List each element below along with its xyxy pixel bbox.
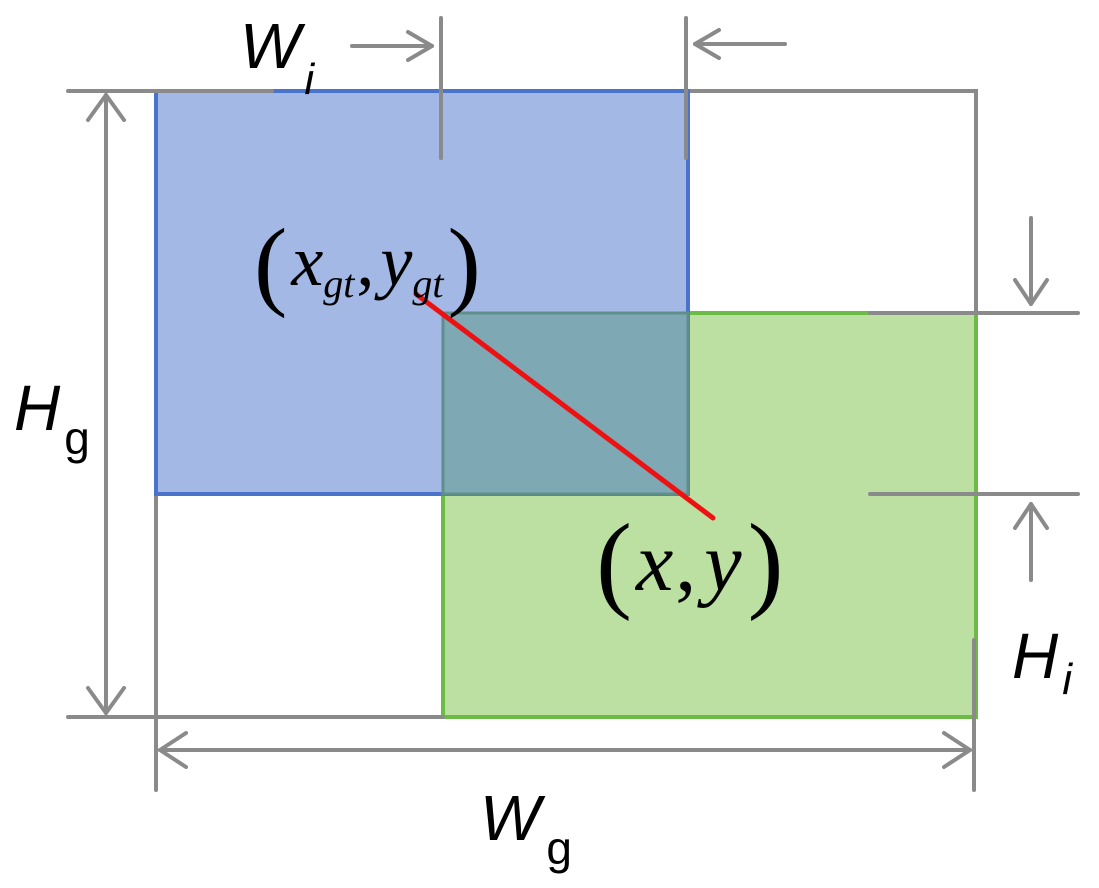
- dimension-lines: [66, 16, 1080, 792]
- label-hg: Hg: [14, 372, 90, 464]
- label-hi: Hi: [1012, 620, 1073, 704]
- label-pred-center: (x,y): [596, 503, 784, 622]
- label-wi: Wi: [240, 10, 315, 104]
- label-gt-center: (xgt,ygt): [254, 208, 481, 319]
- center-distance-line: [413, 291, 716, 521]
